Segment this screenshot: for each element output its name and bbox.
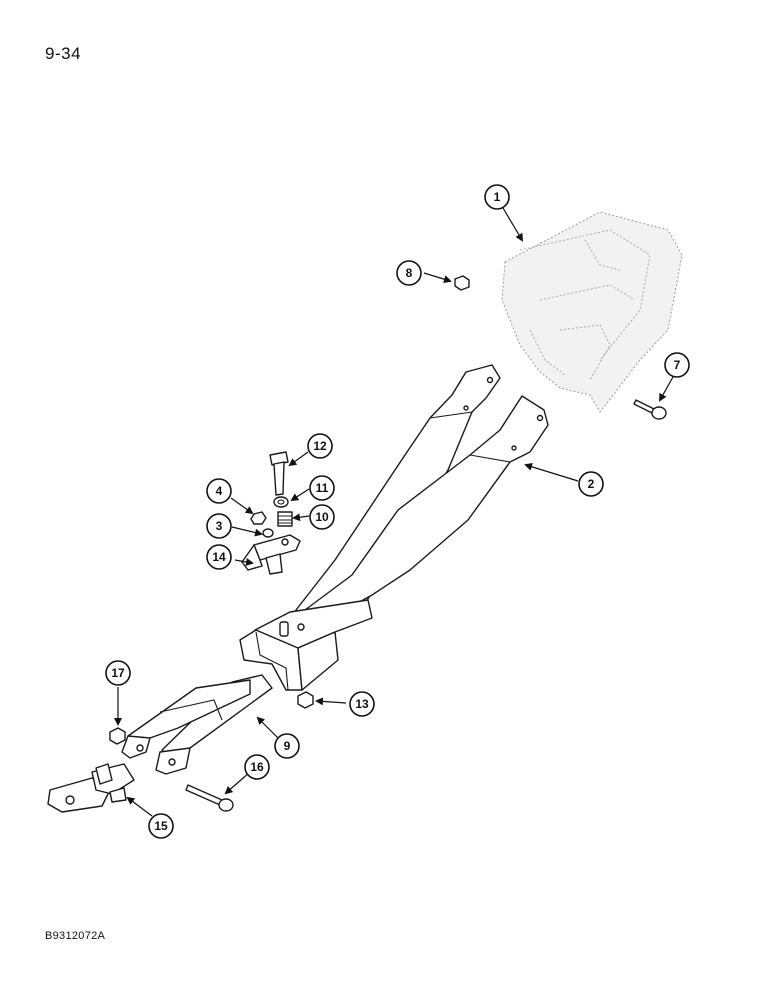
- callout-14-label: 14: [212, 550, 226, 564]
- leader-3: [231, 526, 263, 537]
- callout-11: 11: [309, 475, 335, 501]
- leader-7: [659, 376, 674, 402]
- leader-2: [524, 462, 579, 482]
- leader-9: [256, 716, 279, 739]
- callout-4: 4: [206, 478, 232, 504]
- leader-14: [234, 558, 254, 566]
- callout-15-label: 15: [154, 819, 168, 833]
- part-11-washer: [273, 496, 289, 508]
- callout-8-label: 8: [406, 266, 413, 280]
- part-4-nut: [250, 511, 267, 525]
- page-number: 9-34: [45, 44, 82, 63]
- callout-17: 17: [105, 660, 131, 686]
- callout-12: 12: [307, 433, 333, 459]
- callout-3: 3: [206, 513, 232, 539]
- part-2-hitch-arms: [239, 364, 549, 691]
- part-16-pin: [185, 784, 234, 812]
- leader-4: [230, 497, 254, 515]
- callout-11-label: 11: [316, 481, 329, 495]
- callout-1: 1: [484, 184, 510, 210]
- drawing-reference-id: B9312072A: [45, 930, 106, 942]
- part-1-main-frame-ghost: [501, 211, 683, 413]
- leader-10: [292, 513, 310, 522]
- callout-7: 7: [664, 352, 690, 378]
- callout-7-label: 7: [674, 358, 681, 372]
- callout-2: 2: [578, 471, 604, 497]
- callout-10-label: 10: [315, 510, 329, 524]
- leader-16: [224, 771, 251, 795]
- callout-9: 9: [274, 733, 300, 759]
- callout-10: 10: [309, 504, 335, 530]
- callout-4-label: 4: [216, 484, 223, 498]
- callout-1-label: 1: [494, 190, 501, 204]
- callout-12-label: 12: [313, 439, 327, 453]
- part-7-pin: [633, 399, 667, 420]
- leader-lines: [114, 207, 674, 817]
- callout-13: 13: [349, 691, 375, 717]
- callout-8: 8: [396, 260, 422, 286]
- leader-11: [290, 488, 310, 502]
- leader-8: [423, 272, 452, 284]
- part-9-clevis-strap: [121, 674, 273, 775]
- part-17-nut: [109, 727, 126, 745]
- leader-15: [126, 796, 153, 817]
- callout-2-label: 2: [588, 477, 595, 491]
- part-12-bolt: [269, 451, 289, 496]
- leader-12: [288, 451, 309, 467]
- part-10-bushing: [277, 511, 293, 527]
- leader-1: [502, 207, 524, 242]
- part-15-hitch-jaw: [47, 763, 135, 813]
- callout-3-label: 3: [216, 519, 223, 533]
- callout-15: 15: [148, 813, 174, 839]
- part-3-washer: [262, 528, 274, 538]
- part-8-nut: [454, 275, 470, 291]
- callout-14: 14: [206, 544, 232, 570]
- callout-16-label: 16: [250, 760, 264, 774]
- callout-16: 16: [244, 754, 270, 780]
- part-14-plate: [241, 534, 301, 575]
- callout-9-label: 9: [284, 739, 291, 753]
- leader-13: [315, 697, 347, 706]
- callout-17-label: 17: [111, 666, 125, 680]
- callout-13-label: 13: [355, 697, 369, 711]
- part-13-nut: [297, 691, 314, 709]
